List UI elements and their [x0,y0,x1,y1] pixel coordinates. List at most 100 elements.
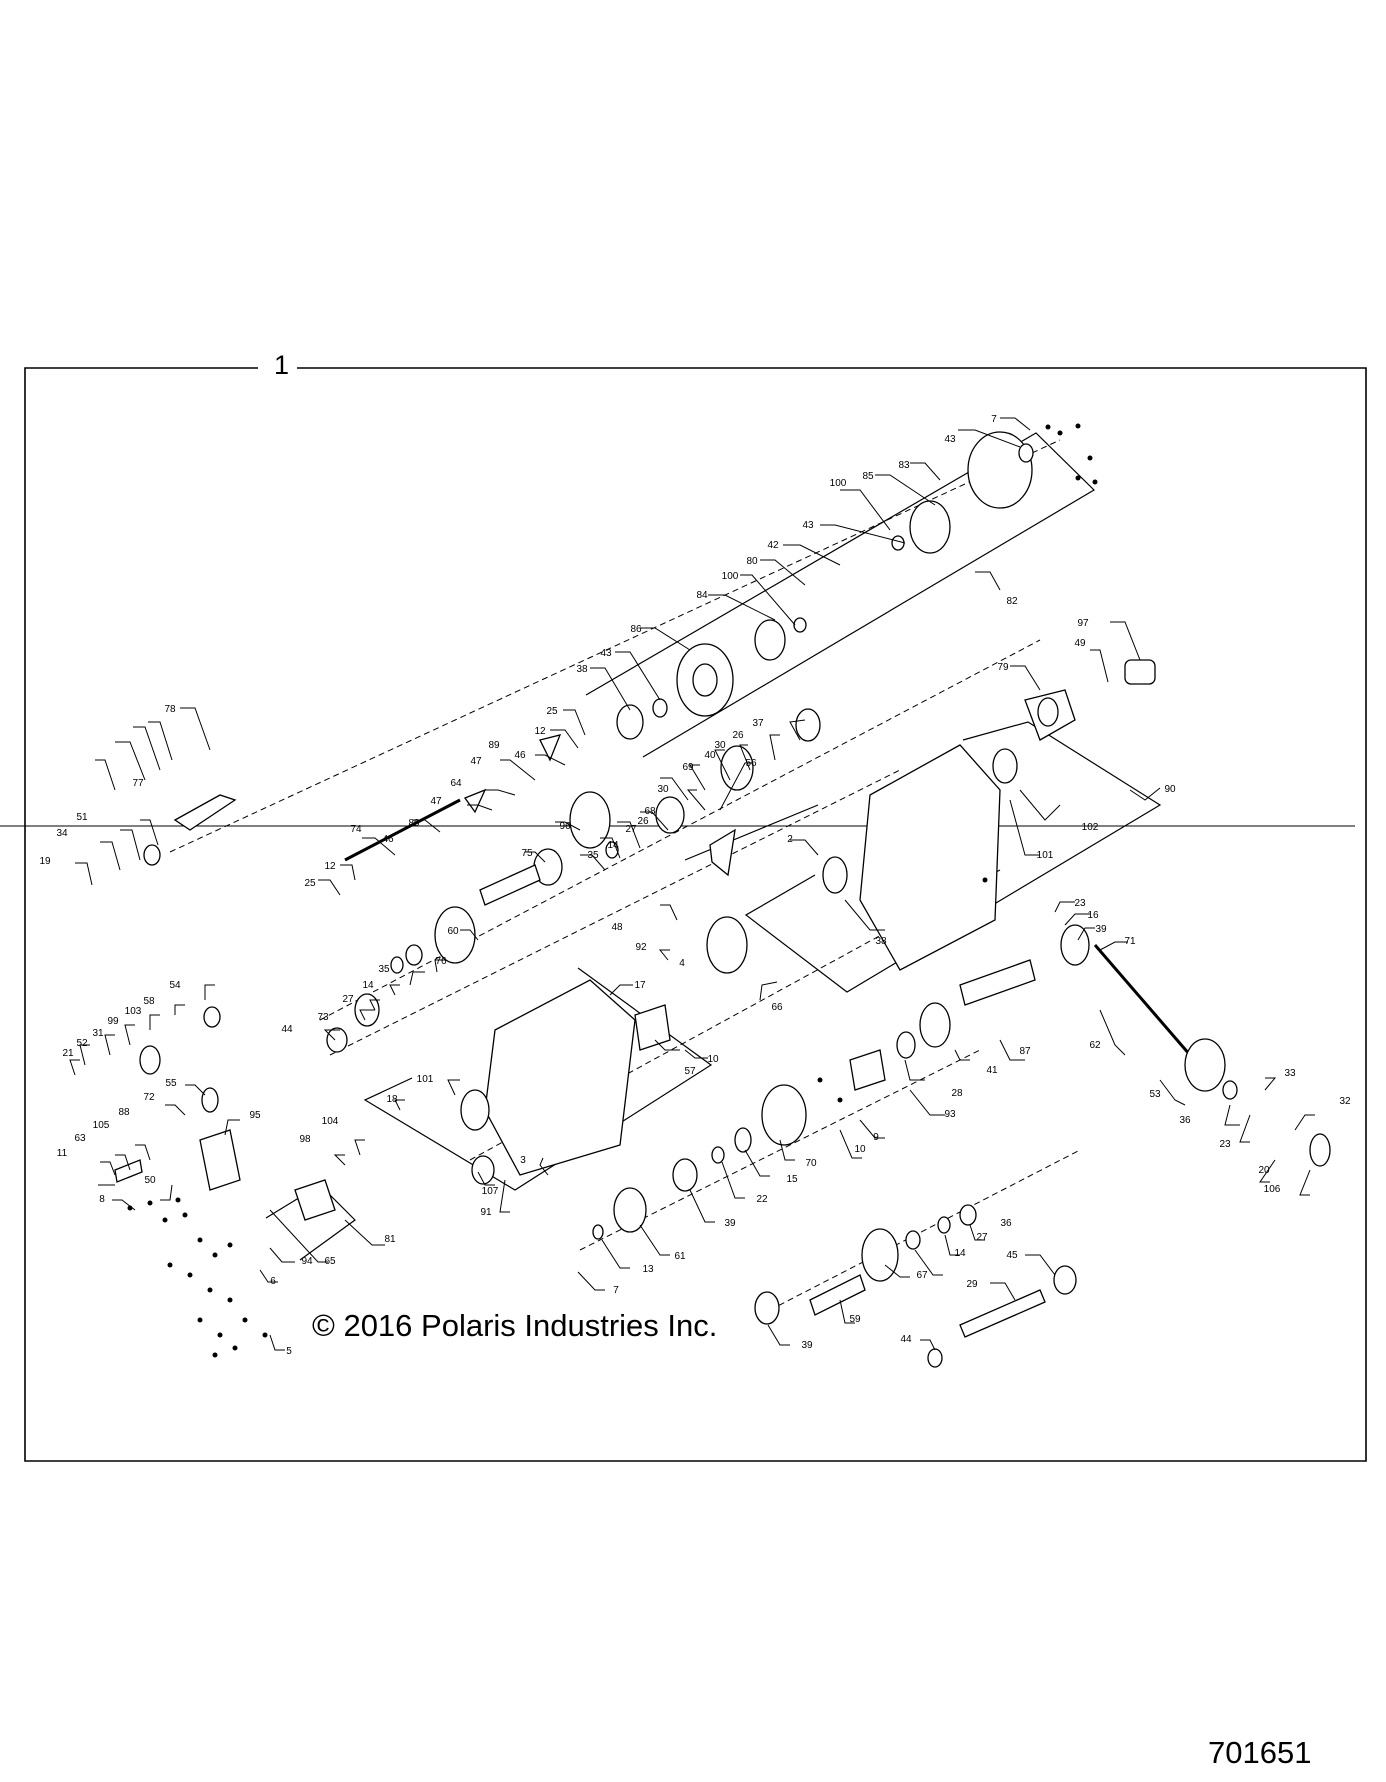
plate-63 [114,1159,143,1183]
callout-43: 43 [600,648,612,659]
callout-47: 47 [430,796,442,807]
bearing-37 [795,708,821,742]
callout-93: 93 [944,1109,956,1120]
callout-52: 52 [76,1038,88,1049]
bearing-36b [959,1204,977,1226]
ring-22 [711,1146,725,1164]
bearing-44a [326,1027,348,1053]
shaft-60 [479,864,541,906]
drawing-number: 701651 [1208,1735,1312,1770]
callout-17: 17 [634,980,646,991]
disc-61 [613,1187,647,1233]
callout-13: 13 [642,1264,654,1275]
callout-94: 94 [301,1256,313,1267]
gear-85 [909,500,951,554]
plate-95 [199,1129,241,1191]
callout-44: 44 [900,1334,912,1345]
callout-34: 34 [56,828,68,839]
callout-69: 69 [682,762,694,773]
callout-41: 41 [986,1065,998,1076]
copyright-text: © 2016 Polaris Industries Inc. [312,1308,718,1343]
callout-4: 4 [679,958,685,969]
callout-102: 102 [1082,822,1099,833]
callout-42: 42 [767,540,779,551]
callout-20: 20 [1258,1165,1270,1176]
callout-43: 43 [802,520,814,531]
callout-27: 27 [976,1232,988,1243]
shaft-62 [1093,944,1192,1056]
diagram-frame [24,367,1367,1462]
housing-91 [484,979,636,1176]
fork-89 [463,788,487,814]
seal-107 [471,1155,495,1185]
bearing-44b [927,1348,943,1368]
seal-38-right [822,856,848,894]
callout-39: 39 [724,1218,736,1229]
callout-81: 81 [384,1234,396,1245]
gear-76 [434,906,476,964]
callout-26: 26 [637,816,649,827]
callout-80: 80 [746,556,758,567]
callout-101: 101 [417,1074,434,1085]
callout-85: 85 [862,471,874,482]
gear-67 [861,1228,899,1282]
callout-39: 39 [1095,924,1107,935]
bearing-39c [754,1291,780,1325]
callout-43: 43 [944,434,956,445]
callout-labels: 7 43 83 85 43 100 42 80 100 84 82 86 43 … [39,414,1351,1357]
callout-19: 19 [39,856,51,867]
callout-14: 14 [954,1248,966,1259]
callout-5: 5 [286,1346,292,1357]
callout-36: 36 [1000,1218,1012,1229]
callout-23: 23 [1074,898,1086,909]
callout-57: 57 [684,1066,696,1077]
housing-83 [967,431,1033,509]
gear-53 [1184,1038,1226,1092]
callout-39: 39 [801,1340,813,1351]
callout-90: 90 [1164,784,1176,795]
callout-54: 54 [169,980,181,991]
bearing-36a [1222,1080,1238,1100]
callout-35: 35 [587,850,599,861]
callout-106: 106 [1264,1184,1281,1195]
callout-95: 95 [249,1110,261,1121]
callout-104: 104 [322,1116,339,1127]
callout-48: 48 [611,922,623,933]
callout-97: 97 [1077,618,1089,629]
callout-83: 83 [898,460,910,471]
callout-3: 3 [520,1155,526,1166]
callout-68: 68 [644,806,656,817]
callout-66: 66 [771,1002,783,1013]
part-shapes [114,431,1331,1368]
callout-44: 44 [281,1024,293,1035]
callout-71: 71 [1124,936,1136,947]
callout-35: 35 [378,964,390,975]
callout-96: 96 [559,821,571,832]
callout-79: 79 [997,662,1009,673]
callout-105: 105 [93,1120,110,1131]
callout-10: 10 [854,1144,866,1155]
callout-22: 22 [756,1194,768,1205]
callout-38: 38 [576,664,588,675]
callout-65: 65 [324,1256,336,1267]
callout-53: 53 [1149,1089,1161,1100]
callout-84: 84 [696,590,708,601]
callout-27: 27 [625,824,637,835]
callout-58: 58 [143,996,155,1007]
bearing-45 [1053,1265,1077,1295]
ring-100b [793,617,807,633]
seal-106 [1309,1133,1331,1167]
callout-36: 36 [1179,1115,1191,1126]
shaft-59 [809,1274,866,1316]
belt-96 [569,791,611,849]
gasket-93 [849,1049,886,1091]
callout-33: 33 [1284,1068,1296,1079]
callout-75: 75 [521,848,533,859]
callout-25: 25 [304,878,316,889]
shaft-29 [959,1289,1046,1338]
callout-25: 25 [546,706,558,717]
fasteners [127,423,1098,1358]
gear-70 [761,1084,807,1146]
plate-66 [706,916,748,974]
